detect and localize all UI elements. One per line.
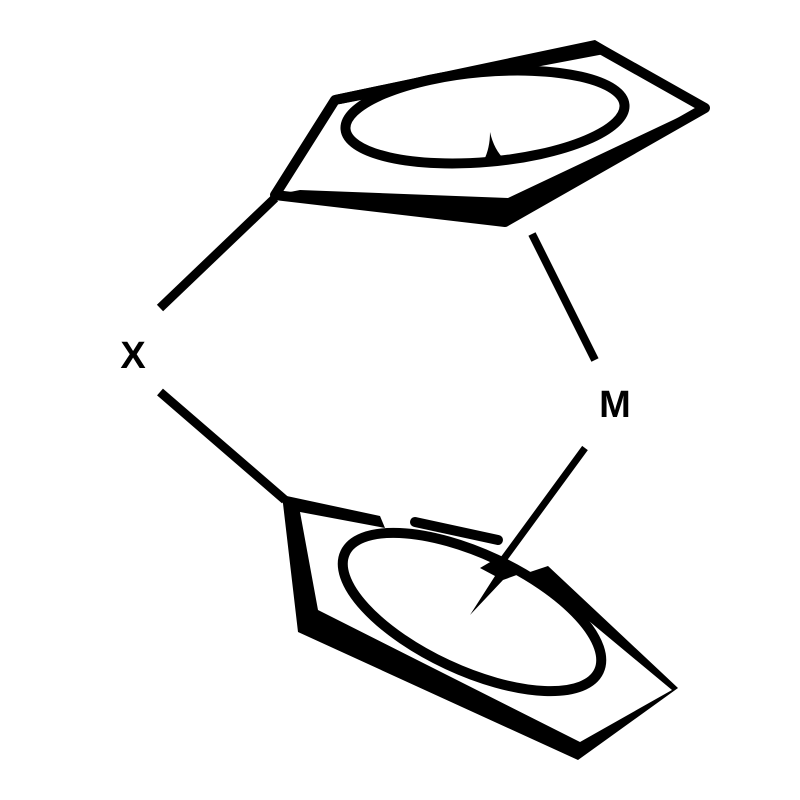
upper-ring-centroid-mark xyxy=(484,132,505,160)
bond-m-to-lower-ring xyxy=(500,445,588,563)
upper-ring-aromatic-circle xyxy=(340,65,630,169)
bond-upper-ring-to-x xyxy=(156,194,279,312)
lower-cp-ring xyxy=(282,495,678,760)
lower-ring-centroid-mark xyxy=(470,558,525,615)
lower-ring-body xyxy=(282,495,678,760)
upper-cp-ring xyxy=(270,40,710,227)
metal-atom-label: M xyxy=(599,384,631,426)
upper-ring-front-face xyxy=(275,108,705,222)
bond-upper-ring-to-m xyxy=(528,232,599,362)
bonds xyxy=(156,194,599,563)
bridge-atom-label: X xyxy=(120,335,146,377)
upper-ring-outline xyxy=(270,41,710,227)
bond-x-to-lower-ring xyxy=(157,388,288,504)
lower-ring-back-edge xyxy=(410,517,503,545)
